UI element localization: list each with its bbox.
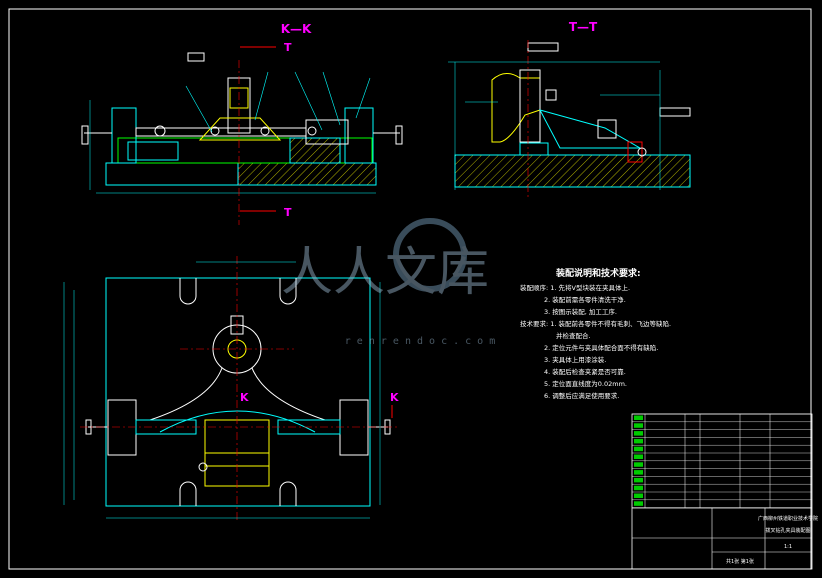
notes-line: 3. 夹具体上用漆涂装. bbox=[544, 355, 606, 364]
parts-list-item-marker bbox=[634, 446, 643, 452]
title-school: 广西柳州铁道职业技术学院 bbox=[758, 515, 818, 522]
parts-list-item-marker bbox=[634, 454, 643, 459]
plan-cut-label-k-center: K bbox=[240, 391, 249, 404]
notes-line: 并检查配合. bbox=[556, 331, 591, 340]
parts-list-item-marker bbox=[634, 431, 643, 436]
watermark: 人人文库 r e n r e n d o c . c o m bbox=[281, 218, 496, 347]
section-tt-title: T—T bbox=[569, 20, 598, 34]
title-sheet: 共1张 第1张 bbox=[726, 558, 754, 565]
section-tt-view: T—T bbox=[448, 20, 691, 200]
title-drawing-name: 拨叉钻孔夹具装配图 bbox=[765, 527, 810, 534]
watermark-text: 人人文库 bbox=[281, 243, 489, 303]
section-kk-cut-label-bottom: T bbox=[284, 206, 292, 219]
title-block: 广西柳州铁道职业技术学院 拨叉钻孔夹具装配图 1:1 共1张 第1张 bbox=[632, 508, 818, 569]
plan-view: K K bbox=[63, 256, 400, 520]
notes-title: 装配说明和技术要求: bbox=[555, 267, 641, 279]
parts-list-item-marker bbox=[634, 477, 643, 483]
parts-list-item-marker bbox=[634, 485, 643, 491]
section-kk-view: K—K T T bbox=[81, 22, 403, 225]
watermark-url: r e n r e n d o c . c o m bbox=[345, 336, 496, 347]
parts-list-item-marker bbox=[634, 415, 643, 420]
notes-line: 技术要求: 1. 装配前各零件不得有毛刺、飞边等缺陷. bbox=[520, 319, 671, 328]
notes-line: 2. 定位元件与夹具体配合面不得有缺陷. bbox=[544, 343, 658, 352]
notes-line: 6. 调整后应满足使用要求. bbox=[544, 391, 619, 400]
notes-line: 2. 装配前需各零件清洗干净. bbox=[544, 295, 626, 304]
section-kk-cut-label-top: T bbox=[284, 41, 292, 54]
title-scale: 1:1 bbox=[784, 544, 792, 550]
parts-list-item-marker bbox=[634, 501, 643, 506]
parts-list-item-marker bbox=[634, 423, 643, 428]
plan-cut-label-k-right: K bbox=[390, 391, 399, 404]
parts-list-item-marker bbox=[634, 493, 643, 498]
parts-list-item-marker bbox=[634, 438, 643, 444]
drawing-frame bbox=[8, 8, 812, 570]
parts-list-item-marker bbox=[634, 462, 643, 467]
parts-list bbox=[631, 413, 813, 570]
section-kk-title: K—K bbox=[281, 22, 312, 36]
notes-line: 3. 按图示装配, 加工工序. bbox=[544, 307, 617, 316]
technical-notes: 装配说明和技术要求: 装配顺序: 1. 先将V型块装在夹具体上. 2. 装配前需… bbox=[520, 267, 671, 400]
notes-line: 5. 定位面直线度为0.02mm. bbox=[544, 379, 627, 388]
parts-list-item-marker bbox=[634, 470, 643, 475]
notes-line: 装配顺序: 1. 先将V型块装在夹具体上. bbox=[520, 283, 630, 292]
notes-line: 4. 装配后检查夹紧是否可靠. bbox=[544, 367, 626, 376]
